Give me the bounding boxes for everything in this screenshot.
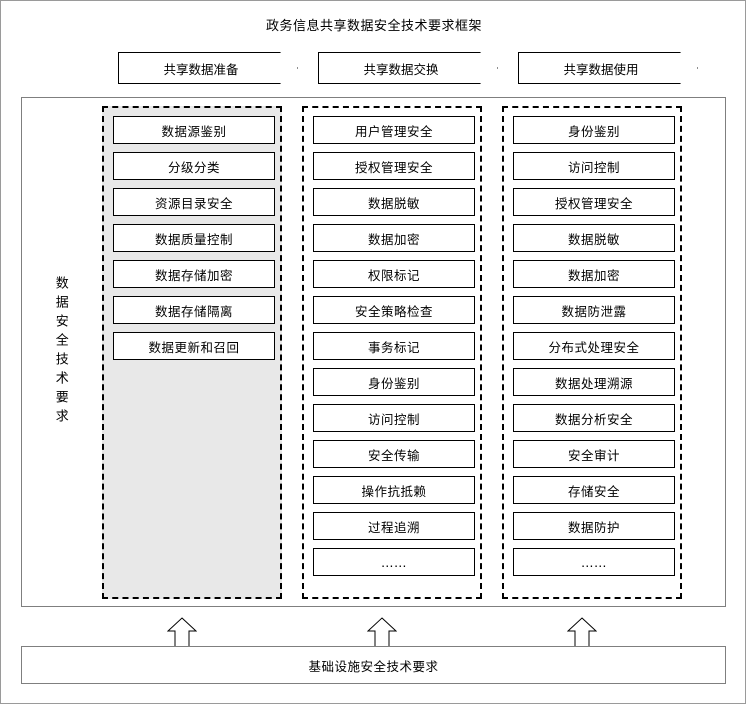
list-item[interactable]: 数据存储加密 [113,260,275,288]
list-item[interactable]: 资源目录安全 [113,188,275,216]
list-item[interactable]: 数据质量控制 [113,224,275,252]
phase-banner-prepare[interactable]: 共享数据准备 [118,52,298,84]
side-label: 数据安全技术要求 [25,97,95,607]
list-item[interactable]: 事务标记 [313,332,475,360]
column-usage: 身份鉴别 访问控制 授权管理安全 数据脱敏 数据加密 数据防泄露 分布式处理安全… [502,106,682,599]
list-item[interactable]: 身份鉴别 [513,116,675,144]
list-item[interactable]: 数据脱敏 [313,188,475,216]
list-item[interactable]: 数据加密 [313,224,475,252]
list-item[interactable]: 数据处理溯源 [513,368,675,396]
list-item[interactable]: …… [313,548,475,576]
list-item[interactable]: 授权管理安全 [313,152,475,180]
list-item[interactable]: 数据脱敏 [513,224,675,252]
list-item[interactable]: 操作抗抵赖 [313,476,475,504]
phase-banner-exchange[interactable]: 共享数据交换 [318,52,498,84]
list-item[interactable]: 数据存储隔离 [113,296,275,324]
list-item[interactable]: 权限标记 [313,260,475,288]
list-item[interactable]: 分级分类 [113,152,275,180]
list-item[interactable]: 过程追溯 [313,512,475,540]
list-item[interactable]: 分布式处理安全 [513,332,675,360]
up-arrow-icon [167,617,197,649]
list-item[interactable]: 访问控制 [513,152,675,180]
up-arrow-icon [567,617,597,649]
phase-banner-usage[interactable]: 共享数据使用 [518,52,698,84]
page-title: 政务信息共享数据安全技术要求框架 [265,19,482,34]
list-item[interactable]: 数据更新和召回 [113,332,275,360]
up-arrow-icon [367,617,397,649]
list-item[interactable]: 安全传输 [313,440,475,468]
footer-bar: 基础设施安全技术要求 [21,646,726,684]
list-item[interactable]: …… [513,548,675,576]
list-item[interactable]: 用户管理安全 [313,116,475,144]
list-item[interactable]: 存储安全 [513,476,675,504]
list-item[interactable]: 数据防泄露 [513,296,675,324]
list-item[interactable]: 安全审计 [513,440,675,468]
list-item[interactable]: 访问控制 [313,404,475,432]
phase-banner-row: 共享数据准备 共享数据交换 共享数据使用 [1,52,746,84]
column-prepare: 数据源鉴别 分级分类 资源目录安全 数据质量控制 数据存储加密 数据存储隔离 数… [102,106,282,599]
list-item[interactable]: 数据源鉴别 [113,116,275,144]
list-item[interactable]: 数据防护 [513,512,675,540]
list-item[interactable]: 数据分析安全 [513,404,675,432]
side-label-text: 数据安全技术要求 [52,276,68,428]
list-item[interactable]: 安全策略检查 [313,296,475,324]
list-item[interactable]: 数据加密 [513,260,675,288]
column-exchange: 用户管理安全 授权管理安全 数据脱敏 数据加密 权限标记 安全策略检查 事务标记… [302,106,482,599]
list-item[interactable]: 授权管理安全 [513,188,675,216]
list-item[interactable]: 身份鉴别 [313,368,475,396]
